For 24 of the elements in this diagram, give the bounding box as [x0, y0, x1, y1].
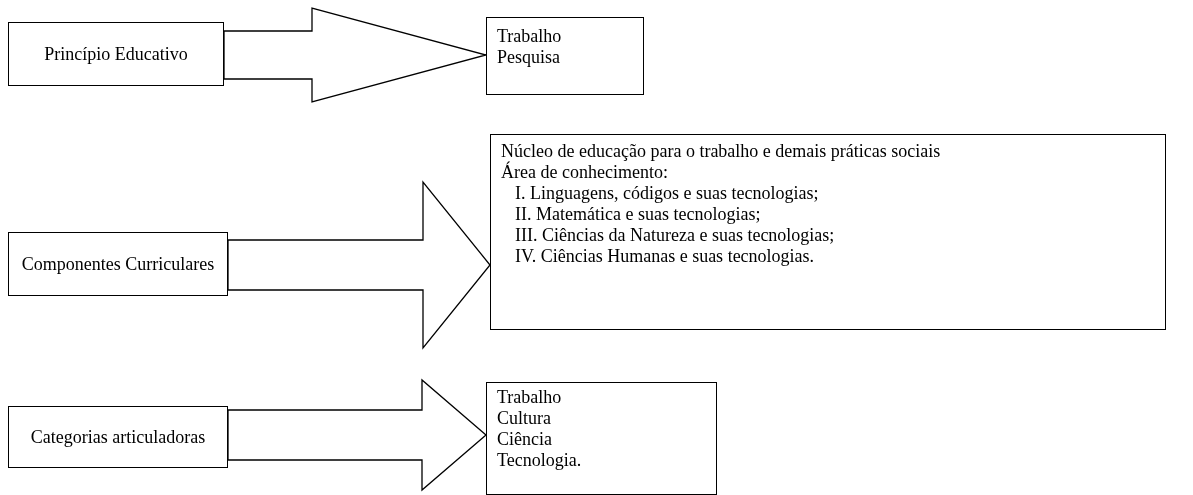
box-text: II. Matemática e suas tecnologias; [514, 204, 762, 225]
block-arrow [227, 378, 487, 492]
text-box [490, 134, 1166, 330]
block-arrow [223, 7, 489, 103]
box-text: Trabalho [497, 387, 563, 408]
block-arrow [227, 180, 491, 350]
box-text: Pesquisa [497, 47, 561, 68]
box-text: I. Linguagens, códigos e suas tecnologias; [514, 183, 820, 204]
box-text: Cultura [497, 408, 552, 429]
box-text: Princípio Educativo [44, 43, 188, 65]
box-text: Núcleo de educação para o trabalho e demais práticas sociais [501, 141, 942, 161]
box-text: Trabalho [497, 26, 563, 47]
text-box [8, 406, 228, 468]
text-box [486, 382, 717, 495]
box-text: Categorias articuladoras [30, 426, 206, 448]
text-box [8, 232, 228, 296]
text-box [8, 22, 224, 86]
box-text: Tecnologia. [497, 450, 583, 471]
box-text: Componentes Curriculares [21, 253, 215, 275]
box-text: Ciência [497, 429, 553, 450]
box-text: III. Ciências da Natureza e suas tecnologias; [514, 225, 836, 246]
text-box [486, 17, 644, 95]
box-text: Área de conhecimento: [501, 162, 669, 183]
box-text: IV. Ciências Humanas e suas tecnologias. [514, 246, 816, 267]
